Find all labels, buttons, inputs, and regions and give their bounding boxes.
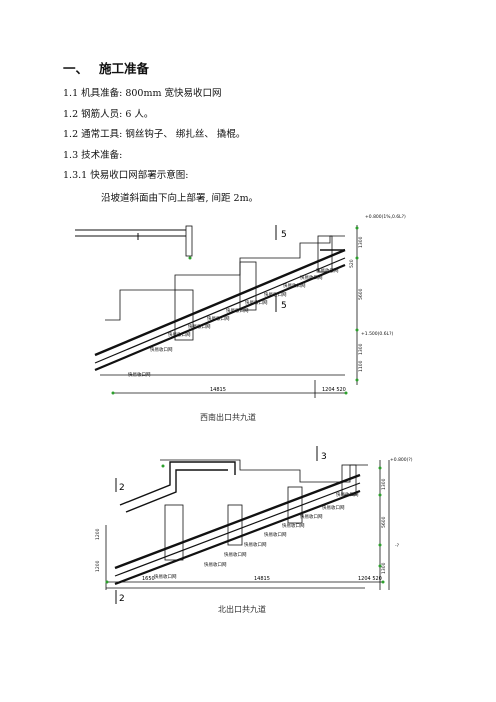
figure-1-caption: 西南出口共九道 <box>200 413 256 422</box>
svg-text:+1.500(0.6L?): +1.500(0.6L?) <box>361 331 393 337</box>
section-mark-5-bottom: 5 <box>281 301 287 311</box>
line-1-2-staff: 1.2 钢筋人员: 6 人。 <box>63 109 154 120</box>
svg-text:快易收口网: 快易收口网 <box>207 315 230 322</box>
svg-text:快易收口网: 快易收口网 <box>336 491 359 498</box>
line-1-2-tools: 1.2 通常工具: 钢丝钩子、 绑扎丝、 撬棍。 <box>63 129 246 140</box>
svg-text:5600: 5600 <box>381 516 387 528</box>
svg-text:快易收口网: 快易收口网 <box>264 291 287 298</box>
svg-text:快易收口网: 快易收口网 <box>264 531 287 538</box>
svg-text:5600: 5600 <box>358 288 364 300</box>
svg-text:快易收口网: 快易收口网 <box>128 371 151 378</box>
line-1-3: 1.3 技术准备: <box>63 150 123 161</box>
section-heading: 一、施工准备 <box>63 58 149 77</box>
svg-text:-?: -? <box>395 543 400 549</box>
svg-text:快易收口网: 快易收口网 <box>154 573 177 580</box>
section-title: 施工准备 <box>99 61 150 76</box>
svg-text:快易收口网: 快易收口网 <box>168 331 191 338</box>
svg-text:1300: 1300 <box>381 478 387 490</box>
svg-text:1100: 1100 <box>358 360 364 372</box>
figure-2-caption: 北出口共九道 <box>218 605 266 614</box>
svg-text:快易收口网: 快易收口网 <box>224 551 247 558</box>
svg-text:快易收口网: 快易收口网 <box>150 346 173 353</box>
svg-text:1650: 1650 <box>142 576 155 582</box>
svg-text:1300: 1300 <box>358 343 364 355</box>
svg-text:1204 520: 1204 520 <box>322 387 346 393</box>
svg-text:快易收口网: 快易收口网 <box>245 299 268 306</box>
svg-text:+0.800(?): +0.800(?) <box>390 457 413 463</box>
svg-text:快易收口网: 快易收口网 <box>316 267 339 274</box>
svg-text:+0.800(1%,0.6L?): +0.800(1%,0.6L?) <box>365 214 406 220</box>
svg-text:快易收口网: 快易收口网 <box>300 274 323 281</box>
section-mark-3: 3 <box>321 452 327 462</box>
svg-text:1300: 1300 <box>358 236 364 248</box>
svg-text:1300: 1300 <box>381 562 387 574</box>
svg-text:14815: 14815 <box>254 576 270 582</box>
svg-text:快易收口网: 快易收口网 <box>204 561 227 568</box>
line-1-1: 1.1 机具准备: 800mm 宽快易收口网 <box>63 88 222 99</box>
svg-text:520: 520 <box>349 259 355 268</box>
svg-text:快易收口网: 快易收口网 <box>322 504 345 511</box>
svg-text:快易收口网: 快易收口网 <box>188 323 211 330</box>
section-number: 一、 <box>63 61 89 76</box>
section-mark-2-bottom: 2 <box>119 594 125 604</box>
section-mark-2-top: 2 <box>119 483 125 493</box>
svg-text:1204 520: 1204 520 <box>358 576 382 582</box>
line-1-3-1: 1.3.1 快易收口网部署示意图: <box>63 170 189 181</box>
svg-text:快易收口网: 快易收口网 <box>226 307 249 314</box>
svg-text:1200: 1200 <box>95 560 101 572</box>
svg-text:快易收口网: 快易收口网 <box>300 513 323 520</box>
svg-text:快易收口网: 快易收口网 <box>283 282 306 289</box>
svg-text:1200: 1200 <box>95 528 101 540</box>
svg-text:快易收口网: 快易收口网 <box>244 541 267 548</box>
line-layout-note: 沿坡道斜面由下向上部署, 间距 2m。 <box>101 193 259 204</box>
svg-text:14815: 14815 <box>210 387 226 393</box>
svg-text:快易收口网: 快易收口网 <box>282 522 305 529</box>
section-mark-5-top: 5 <box>281 230 287 240</box>
